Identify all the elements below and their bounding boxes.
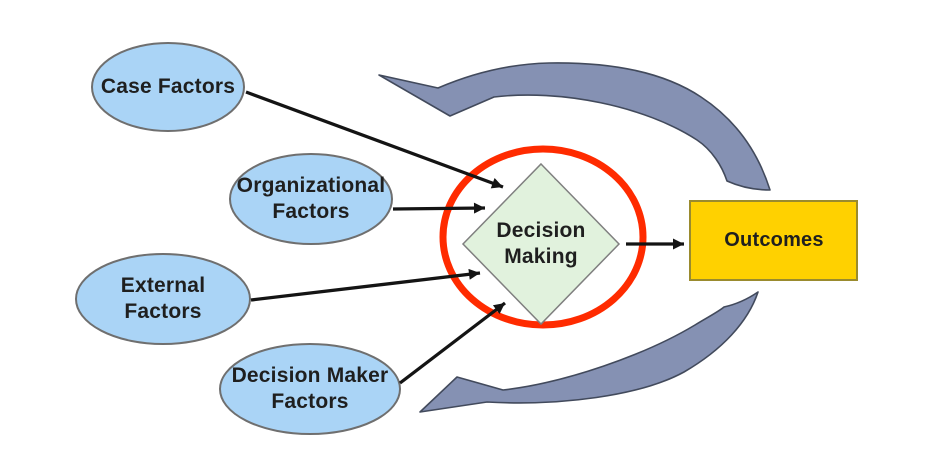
decision-making-node	[461, 162, 621, 326]
feedback-arrow-bottom-icon	[419, 291, 759, 413]
case-factors-node	[91, 42, 245, 132]
decision-highlight-ring	[439, 145, 647, 329]
decision-maker-factors-node	[219, 343, 401, 435]
connector-decision-maker-to-decision	[399, 301, 506, 385]
connector-external-to-decision	[250, 268, 481, 302]
outcomes-node	[689, 200, 858, 281]
connector-organizational-to-decision	[392, 202, 486, 214]
external-factors-node	[75, 253, 251, 345]
connector-case-to-decision	[245, 90, 504, 189]
organizational-factors-node	[229, 153, 393, 245]
feedback-arrow-top-icon	[378, 62, 771, 191]
